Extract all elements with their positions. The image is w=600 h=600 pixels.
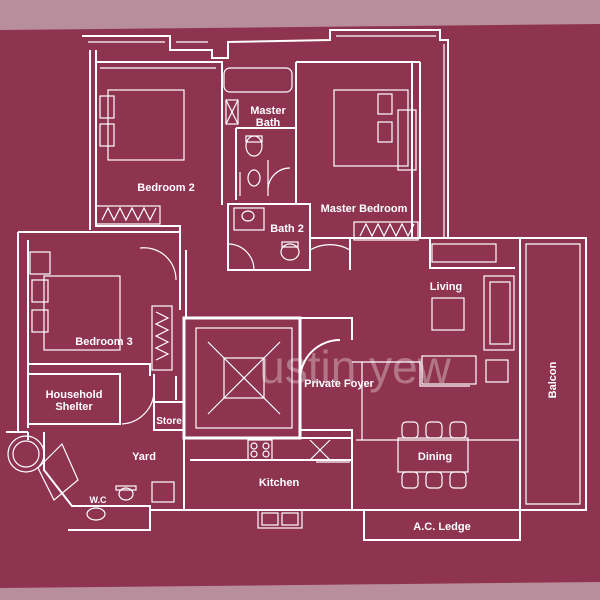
label-private-foyer: Private Foyer [304, 378, 374, 390]
room-labels: Master Bath Bedroom 2 Master Bedroom Bat… [46, 105, 559, 533]
walls [6, 29, 587, 541]
label-kitchen: Kitchen [259, 477, 300, 489]
label-store: Store [156, 416, 182, 427]
label-household-shelter-line2: Shelter [55, 401, 93, 413]
label-balcony: Balcon [547, 361, 559, 398]
label-bath-2: Bath 2 [270, 223, 304, 235]
label-dining: Dining [418, 451, 452, 463]
label-master-bath-line2: Bath [256, 117, 281, 129]
watermark: ustin yew [259, 341, 452, 393]
label-living: Living [430, 281, 462, 293]
label-bedroom-3: Bedroom 3 [75, 336, 132, 348]
plan-sheet [0, 24, 600, 588]
label-yard: Yard [132, 451, 156, 463]
furniture [29, 89, 515, 521]
label-bedroom-2: Bedroom 2 [137, 182, 194, 194]
label-ac-ledge: A.C. Ledge [413, 521, 470, 533]
label-master-bath-line1: Master [250, 105, 286, 117]
label-master-bedroom: Master Bedroom [321, 203, 408, 215]
label-household-shelter-line1: Household [46, 389, 103, 401]
label-wc: W.C [90, 495, 107, 505]
